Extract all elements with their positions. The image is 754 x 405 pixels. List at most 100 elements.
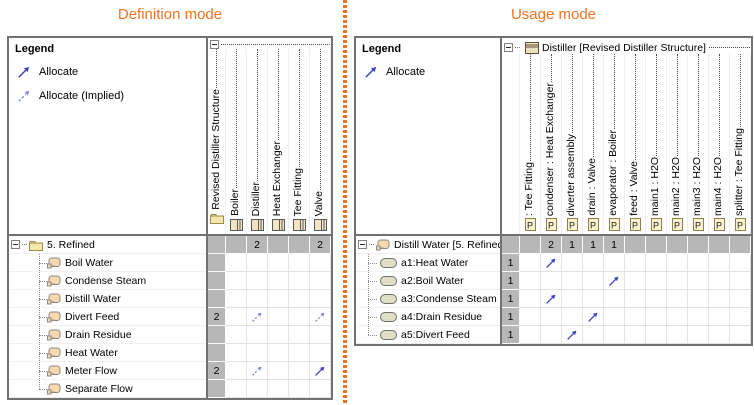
matrix-cell[interactable] bbox=[562, 272, 583, 290]
matrix-cell[interactable] bbox=[730, 290, 751, 308]
matrix-cell[interactable] bbox=[226, 272, 247, 290]
matrix-cell[interactable] bbox=[709, 272, 730, 290]
matrix-cell[interactable] bbox=[604, 290, 625, 308]
matrix-cell[interactable] bbox=[226, 290, 247, 308]
matrix-cell[interactable] bbox=[247, 362, 268, 380]
matrix-cell[interactable] bbox=[730, 272, 751, 290]
matrix-cell[interactable] bbox=[268, 326, 289, 344]
matrix-cell[interactable] bbox=[268, 362, 289, 380]
column-header[interactable]: Valve bbox=[310, 49, 331, 234]
matrix-cell[interactable] bbox=[604, 326, 625, 344]
matrix-cell[interactable] bbox=[289, 254, 310, 272]
matrix-cell[interactable] bbox=[310, 380, 331, 398]
matrix-cell[interactable] bbox=[268, 380, 289, 398]
matrix-cell[interactable] bbox=[310, 326, 331, 344]
matrix-cell[interactable] bbox=[562, 308, 583, 326]
matrix-cell[interactable] bbox=[310, 290, 331, 308]
matrix-cell[interactable] bbox=[604, 308, 625, 326]
matrix-cell[interactable] bbox=[625, 326, 646, 344]
matrix-cell[interactable] bbox=[268, 308, 289, 326]
matrix-cell[interactable] bbox=[226, 380, 247, 398]
matrix-cell[interactable] bbox=[310, 344, 331, 362]
matrix-cell[interactable] bbox=[688, 308, 709, 326]
expander-icon[interactable] bbox=[210, 40, 219, 49]
matrix-cell[interactable] bbox=[520, 326, 541, 344]
row-label[interactable]: Divert Feed bbox=[9, 308, 206, 326]
matrix-cell[interactable] bbox=[247, 290, 268, 308]
expander-icon[interactable] bbox=[358, 240, 367, 249]
matrix-cell[interactable] bbox=[709, 326, 730, 344]
row-label[interactable]: 5. Refined bbox=[9, 236, 206, 254]
matrix-cell[interactable] bbox=[583, 290, 604, 308]
matrix-cell[interactable] bbox=[667, 272, 688, 290]
matrix-cell[interactable] bbox=[541, 326, 562, 344]
matrix-cell[interactable] bbox=[583, 308, 604, 326]
row-label[interactable]: Heat Water bbox=[9, 344, 206, 362]
expander-icon[interactable] bbox=[504, 43, 513, 52]
matrix-cell[interactable] bbox=[268, 272, 289, 290]
matrix-cell[interactable] bbox=[646, 254, 667, 272]
matrix-cell[interactable] bbox=[289, 344, 310, 362]
matrix-cell[interactable] bbox=[310, 362, 331, 380]
matrix-cell[interactable] bbox=[520, 308, 541, 326]
matrix-cell[interactable] bbox=[247, 308, 268, 326]
row-label[interactable]: Condense Steam bbox=[9, 272, 206, 290]
matrix-cell[interactable] bbox=[667, 308, 688, 326]
matrix-cell[interactable] bbox=[688, 290, 709, 308]
matrix-cell[interactable] bbox=[226, 254, 247, 272]
root-column-header[interactable]: Distiller [Revised Distiller Structure] bbox=[502, 38, 751, 54]
matrix-cell[interactable] bbox=[268, 290, 289, 308]
matrix-cell[interactable] bbox=[520, 254, 541, 272]
column-header[interactable]: Tee Fitting bbox=[289, 49, 310, 234]
matrix-cell[interactable] bbox=[604, 254, 625, 272]
matrix-cell[interactable] bbox=[709, 308, 730, 326]
matrix-cell[interactable] bbox=[289, 380, 310, 398]
matrix-cell[interactable] bbox=[625, 308, 646, 326]
matrix-cell[interactable] bbox=[562, 290, 583, 308]
matrix-cell[interactable] bbox=[646, 272, 667, 290]
matrix-cell[interactable] bbox=[520, 272, 541, 290]
matrix-cell[interactable] bbox=[646, 326, 667, 344]
expander-icon[interactable] bbox=[11, 240, 20, 249]
row-label[interactable]: a4:Drain Residue bbox=[356, 308, 500, 326]
matrix-cell[interactable] bbox=[247, 380, 268, 398]
row-label[interactable]: Boil Water bbox=[9, 254, 206, 272]
matrix-cell[interactable] bbox=[541, 254, 562, 272]
matrix-cell[interactable] bbox=[289, 272, 310, 290]
matrix-cell[interactable] bbox=[625, 254, 646, 272]
matrix-cell[interactable] bbox=[289, 308, 310, 326]
row-label[interactable]: Distill Water bbox=[9, 290, 206, 308]
column-header[interactable]: Heat Exchanger bbox=[268, 49, 289, 234]
matrix-cell[interactable] bbox=[583, 272, 604, 290]
matrix-cell[interactable] bbox=[541, 290, 562, 308]
matrix-cell[interactable] bbox=[562, 254, 583, 272]
matrix-cell[interactable] bbox=[667, 254, 688, 272]
matrix-cell[interactable] bbox=[226, 362, 247, 380]
matrix-cell[interactable] bbox=[604, 272, 625, 290]
column-header[interactable]: Boiler bbox=[226, 49, 247, 234]
matrix-cell[interactable] bbox=[247, 344, 268, 362]
matrix-cell[interactable] bbox=[541, 308, 562, 326]
matrix-cell[interactable] bbox=[688, 326, 709, 344]
matrix-cell[interactable] bbox=[667, 290, 688, 308]
matrix-cell[interactable] bbox=[646, 308, 667, 326]
matrix-cell[interactable] bbox=[709, 290, 730, 308]
matrix-cell[interactable] bbox=[247, 254, 268, 272]
matrix-cell[interactable] bbox=[289, 290, 310, 308]
matrix-cell[interactable] bbox=[310, 272, 331, 290]
row-label[interactable]: a3:Condense Steam bbox=[356, 290, 500, 308]
matrix-cell[interactable] bbox=[310, 254, 331, 272]
matrix-cell[interactable] bbox=[583, 326, 604, 344]
matrix-cell[interactable] bbox=[268, 254, 289, 272]
matrix-cell[interactable] bbox=[247, 326, 268, 344]
row-label[interactable]: a5:Divert Feed bbox=[356, 326, 500, 344]
